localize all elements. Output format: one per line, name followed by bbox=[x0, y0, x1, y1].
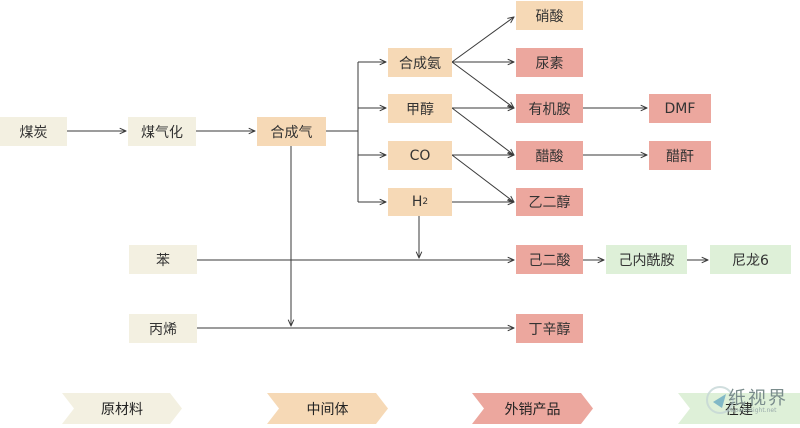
arrow-methanol-acetic bbox=[451, 107, 514, 155]
legend-raw-label: 原材料 bbox=[101, 401, 143, 418]
h2-subscript: 2 bbox=[422, 197, 429, 207]
h2-label: H bbox=[411, 194, 423, 210]
arrow-ammonia-nitric bbox=[451, 17, 514, 63]
node-adipic-acid: 己二酸 bbox=[516, 245, 583, 274]
node-co: CO bbox=[388, 141, 452, 170]
node-methanol: 甲醇 bbox=[388, 94, 452, 123]
legend-sale-shape bbox=[472, 393, 593, 424]
node-propylene: 丙烯 bbox=[129, 314, 197, 343]
node-gasification: 煤气化 bbox=[128, 117, 196, 146]
arrow-ammonia-amine bbox=[451, 61, 514, 108]
legend-raw: 原材料 bbox=[62, 393, 182, 424]
legend-building-shape bbox=[678, 393, 800, 424]
node-dmf: DMF bbox=[649, 94, 711, 123]
legend-intermediate-label: 中间体 bbox=[306, 401, 349, 418]
watermark-url: paperinsight.net bbox=[727, 407, 777, 414]
node-acetic-acid: 醋酸 bbox=[516, 141, 583, 170]
node-acetic-anhydride: 醋酐 bbox=[649, 141, 711, 170]
node-ethylene-glycol: 乙二醇 bbox=[516, 188, 583, 216]
node-coal: 煤炭 bbox=[0, 117, 67, 146]
watermark-text: 纸视界 bbox=[728, 388, 788, 409]
legend-intermediate: 中间体 bbox=[267, 393, 388, 424]
legend-raw-shape bbox=[62, 393, 182, 424]
watermark-logo-icon bbox=[706, 386, 734, 414]
node-organic-amine: 有机胺 bbox=[516, 94, 583, 123]
node-nylon6: 尼龙6 bbox=[710, 245, 791, 274]
node-caprolactam: 己内酰胺 bbox=[606, 245, 687, 274]
node-ammonia: 合成氨 bbox=[388, 48, 452, 77]
node-octanol: 丁辛醇 bbox=[516, 314, 583, 343]
legend-sale: 外销产品 bbox=[472, 393, 593, 424]
arrow-co-glycol bbox=[451, 154, 514, 202]
node-benzene: 苯 bbox=[129, 245, 197, 274]
node-urea: 尿素 bbox=[516, 48, 583, 77]
legend-sale-label: 外销产品 bbox=[504, 401, 561, 418]
node-syngas: 合成气 bbox=[257, 117, 326, 146]
node-nitric-acid: 硝酸 bbox=[516, 1, 583, 30]
legend-intermediate-shape bbox=[267, 393, 388, 424]
